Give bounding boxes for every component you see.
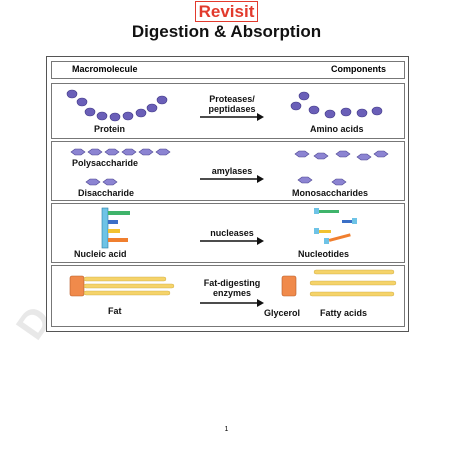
nucleotide	[314, 228, 319, 234]
label-fatty-acids: Fatty acids	[320, 308, 368, 318]
nucleotide-base	[319, 210, 339, 213]
arrow-head	[257, 299, 264, 307]
amino-acid	[371, 106, 383, 116]
fatty-acid	[313, 269, 395, 275]
row-carbohydrates: Polysaccharide Disaccharide amylases Mon…	[51, 141, 405, 201]
row-protein: Protein Proteases/ peptidases Amino acid…	[51, 83, 405, 139]
nucleotide-base	[342, 220, 352, 223]
amino-bead	[96, 111, 108, 121]
enzyme-fat-digesting: Fat-digesting enzymes	[203, 278, 261, 298]
nucleotide	[352, 218, 357, 224]
fatty-chain	[83, 283, 175, 289]
fatty-chain	[83, 276, 167, 282]
dna-backbone	[101, 207, 109, 249]
base-orange	[108, 238, 128, 242]
label-disaccharide: Disaccharide	[78, 188, 135, 198]
nucleotide-base	[319, 230, 331, 233]
page-number: 1	[224, 426, 229, 433]
row-fat: Fat Fat-digesting enzymes Glycerol Fatty…	[51, 265, 405, 327]
amino-bead	[146, 103, 158, 113]
revisit-badge: Revisit	[0, 1, 453, 22]
nucleic-acid-diagram	[101, 207, 357, 249]
arrow-head	[257, 175, 264, 183]
label-protein: Protein	[94, 124, 126, 134]
label-nucleotides: Nucleotides	[298, 249, 350, 259]
glycerol-block	[69, 275, 85, 297]
label-polysaccharide: Polysaccharide	[72, 158, 139, 168]
header-row: Macromolecule Components	[51, 61, 405, 79]
amino-bead	[135, 108, 147, 118]
arrow-head	[257, 237, 264, 245]
label-nucleic-acid: Nucleic acid	[74, 249, 127, 259]
monosaccharide	[294, 150, 310, 158]
amino-bead	[156, 95, 168, 105]
amino-acid	[290, 101, 302, 111]
protein-diagram	[66, 89, 383, 122]
diagram-frame: Macromolecule Components	[46, 56, 409, 332]
amino-acid	[356, 108, 368, 118]
label-amino-acids: Amino acids	[310, 124, 364, 134]
fat-diagram	[69, 269, 397, 307]
monosaccharide	[313, 152, 329, 160]
fatty-chain	[83, 290, 171, 296]
monosaccharide	[373, 150, 389, 158]
base-blue	[108, 220, 118, 224]
amino-acid	[308, 105, 320, 115]
monosaccharide	[297, 176, 313, 184]
base-green	[108, 211, 130, 215]
amino-bead	[66, 89, 78, 99]
page-title: Digestion & Absorption	[131, 22, 322, 41]
monosaccharide	[356, 153, 372, 161]
amino-bead	[76, 97, 88, 107]
sugar-hex	[102, 178, 118, 186]
header-macromolecule: Macromolecule	[72, 64, 138, 74]
base-yellow	[108, 229, 120, 233]
sugar-hex	[138, 148, 154, 156]
label-fat: Fat	[108, 306, 122, 316]
monosaccharide	[335, 150, 351, 158]
enzyme-nucleases: nucleases	[210, 228, 254, 238]
nucleotide-base	[328, 233, 351, 242]
glycerol	[281, 275, 297, 297]
amino-bead	[84, 107, 96, 117]
sugar-hex	[104, 148, 120, 156]
sugar-hex	[85, 178, 101, 186]
arrow-head	[257, 113, 264, 121]
amino-acid	[298, 91, 310, 101]
amino-bead	[122, 111, 134, 121]
amino-acid	[340, 107, 352, 117]
nucleotide	[314, 208, 319, 214]
fatty-acid	[309, 291, 395, 297]
amino-bead	[109, 112, 121, 122]
fatty-acid	[309, 280, 397, 286]
header-components: Components	[331, 64, 386, 74]
label-glycerol: Glycerol	[264, 308, 301, 318]
monosaccharide	[331, 178, 347, 186]
carbohydrate-diagram	[70, 148, 389, 186]
enzyme-proteases: Proteases/ peptidases	[208, 94, 256, 114]
sugar-hex	[87, 148, 103, 156]
sugar-hex	[155, 148, 171, 156]
row-nucleic-acid: Nucleic acid nucleases Nucleotides	[51, 203, 405, 263]
sugar-hex	[121, 148, 137, 156]
nucleotide	[324, 238, 329, 244]
sugar-hex	[70, 148, 86, 156]
label-monosaccharides: Monosaccharides	[292, 188, 369, 198]
enzyme-amylases: amylases	[211, 166, 253, 176]
amino-acid	[324, 109, 336, 119]
